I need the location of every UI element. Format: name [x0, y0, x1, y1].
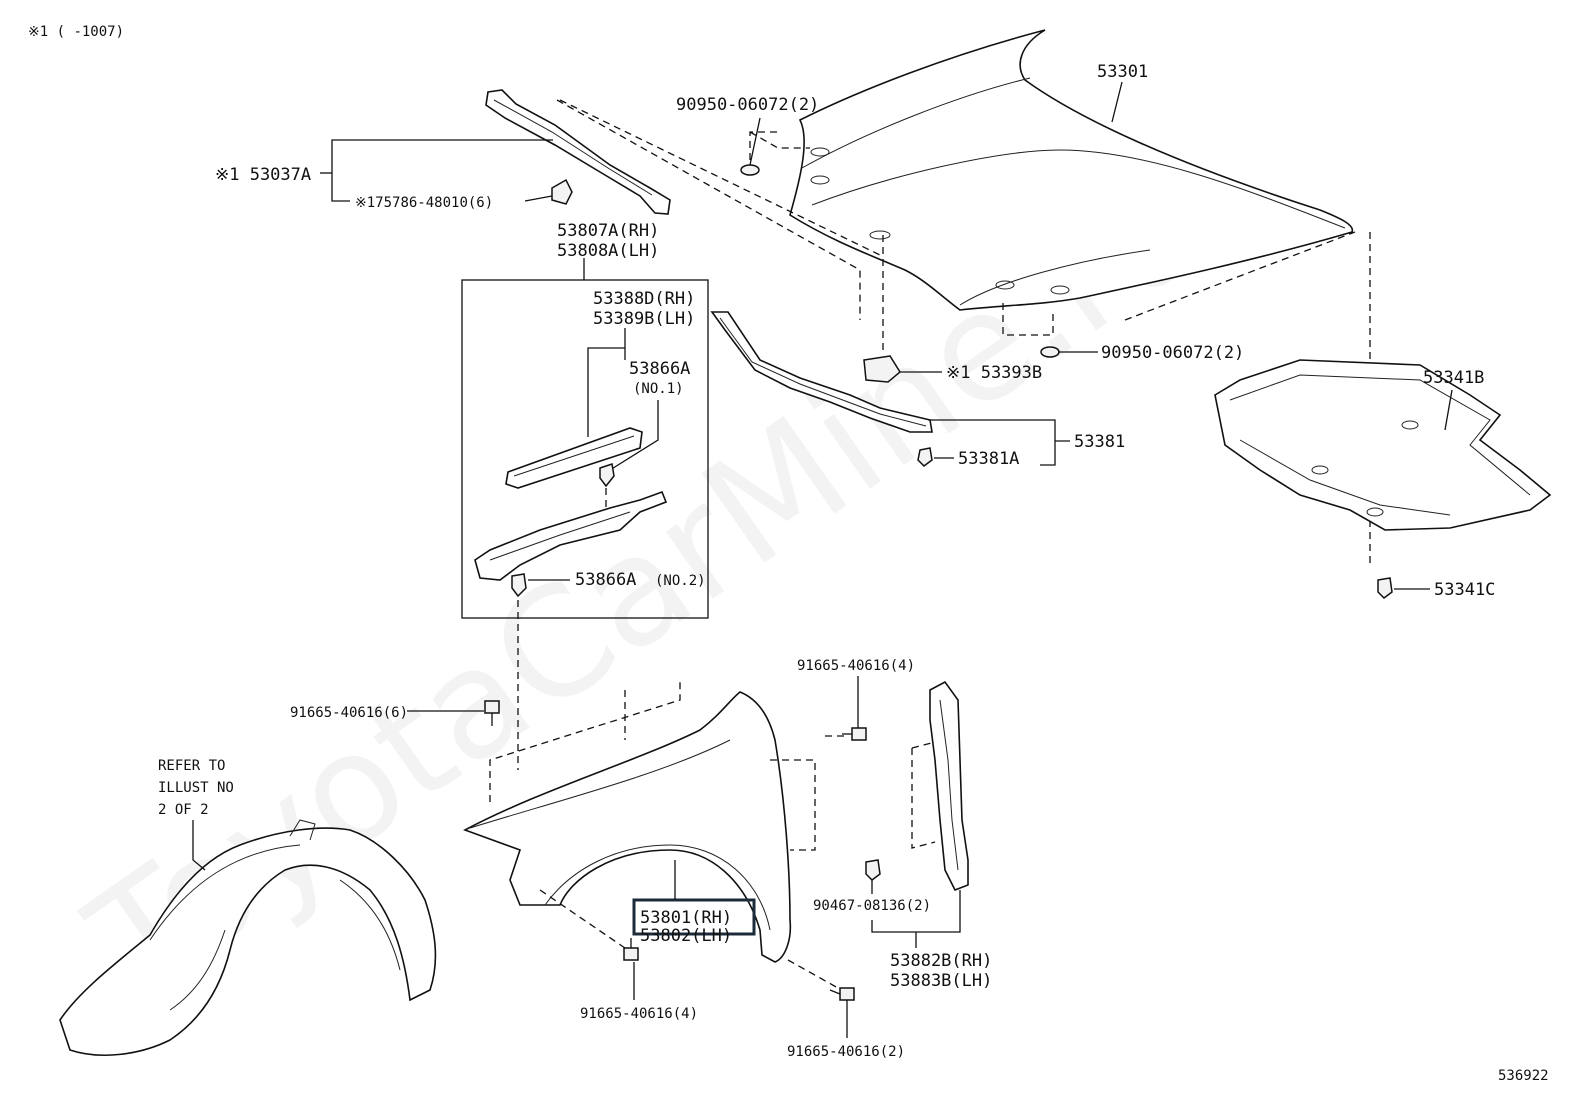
refer-note-line3: 2 OF 2: [158, 802, 209, 818]
label-seal-assembly: 53381: [1074, 432, 1125, 452]
refer-note-line2: ILLUST NO: [158, 780, 234, 796]
clip-icon: [551, 178, 573, 205]
label-hood-cushion-upper: 90950-06072(2): [676, 95, 819, 115]
label-seal-clip: 53381A: [958, 449, 1019, 469]
bolt-icon: [842, 727, 867, 741]
bolt-icon: [829, 987, 855, 1001]
applicability-note: ※1 ( -1007): [28, 24, 124, 40]
fender-liner: [59, 819, 437, 1056]
label-clip-no2-note: (NO.2): [655, 573, 706, 589]
label-bolt-fender-top: 91665-40616(6): [290, 705, 408, 721]
fender-filler-seal: [505, 427, 643, 489]
fender-seal: [474, 490, 668, 581]
label-hood-seal-clip: ※175786-48010(6): [355, 195, 493, 211]
hood-rear-seal: [485, 89, 671, 215]
label-fender-filler-lh: 53389B(LH): [593, 309, 695, 329]
label-fender-lh: 53802(LH): [640, 926, 732, 946]
front-fender: [463, 691, 792, 963]
clip-no1-icon: [599, 463, 615, 488]
label-clip-no2: 53866A: [575, 570, 636, 590]
label-protector-rh: 53882B(RH): [890, 951, 992, 971]
label-bolt-fender-front: 91665-40616(4): [580, 1006, 698, 1022]
label-fender-filler-rh: 53388D(RH): [593, 289, 695, 309]
clip-no2-icon: [511, 573, 527, 598]
label-hood: 53301: [1097, 62, 1148, 82]
clip-icon: [1377, 577, 1393, 599]
cushion-icon: [1040, 346, 1060, 358]
clip-icon: [865, 859, 881, 881]
label-hood-front-seal: ※1 53393B: [946, 363, 1042, 383]
label-hood-rear-seal: ※1 53037A: [215, 165, 311, 185]
bolt-icon: [623, 938, 639, 961]
seal-block-icon: [863, 355, 901, 383]
highlight-box: [632, 898, 756, 936]
label-bolt-fender-rear: 91665-40616(4): [797, 658, 915, 674]
label-engine-cover-clip: 53341C: [1434, 580, 1495, 600]
fender-protector: [929, 680, 969, 892]
label-clip-no1-note: (NO.1): [633, 381, 684, 397]
clip-icon: [917, 447, 933, 467]
cushion-icon: [740, 164, 760, 176]
engine-under-cover: [1214, 359, 1552, 531]
hood-panel: [789, 29, 1354, 311]
label-clip-no1: 53866A: [629, 359, 690, 379]
label-fender-seal-lh: 53808A(LH): [557, 241, 659, 261]
bolt-icon: [484, 700, 500, 726]
hood-front-seal: [710, 311, 933, 433]
diagram-id: 536922: [1498, 1068, 1549, 1084]
label-fender-seal-rh: 53807A(RH): [557, 221, 659, 241]
label-engine-cover: 53341B: [1423, 368, 1484, 388]
label-clip-protector: 90467-08136(2): [813, 898, 931, 914]
label-protector-lh: 53883B(LH): [890, 971, 992, 991]
label-hood-cushion-lower: 90950-06072(2): [1101, 343, 1244, 363]
label-fender-rh: 53801(RH): [640, 908, 732, 928]
refer-note-line1: REFER TO: [158, 758, 225, 774]
fender-seal-group-box: [461, 279, 709, 619]
label-bolt-fender-lower: 91665-40616(2): [787, 1044, 905, 1060]
